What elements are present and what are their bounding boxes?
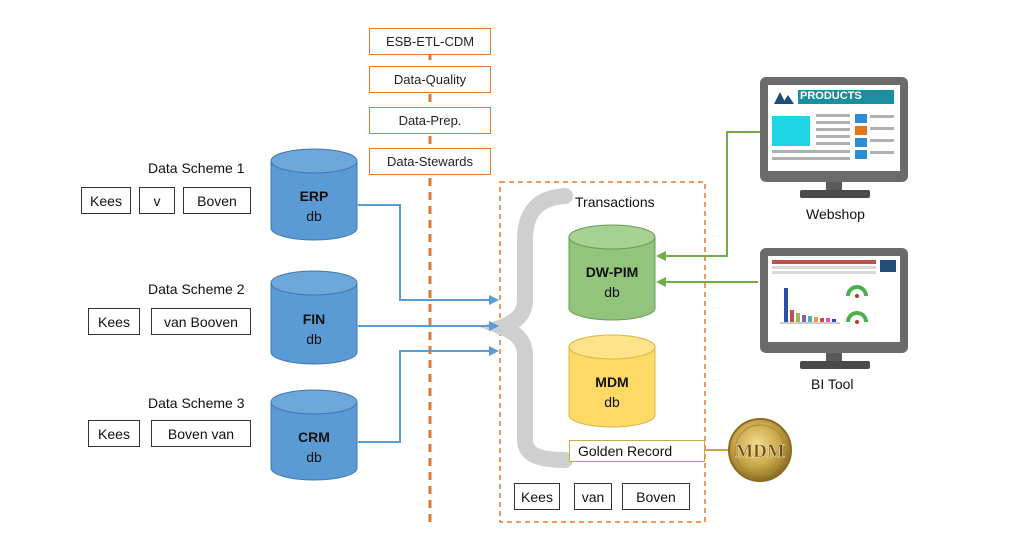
- erp-flow-arrow: [358, 204, 499, 305]
- dwpim-db-label: DW-PIM db: [569, 262, 655, 302]
- transactions-label: Transactions: [575, 194, 655, 210]
- webshop-monitor-icon: [760, 77, 908, 198]
- crm-db-name: CRM: [298, 429, 330, 445]
- golden-field-middle: van: [574, 483, 612, 510]
- dwpim-db-name: DW-PIM: [585, 264, 639, 280]
- scheme-1-field-last: Boven: [183, 187, 251, 214]
- mdm-seal-text: MDM: [735, 441, 785, 462]
- erp-db-name: ERP: [299, 188, 329, 204]
- erp-db-label: ERP db: [271, 186, 357, 226]
- stage-esb-etl-cdm: ESB-ETL-CDM: [369, 28, 491, 55]
- crm-db-label: CRM db: [271, 427, 357, 467]
- fin-db-name: FIN: [302, 311, 326, 327]
- scheme-2-title: Data Scheme 2: [148, 281, 245, 297]
- stage-data-prep: Data-Prep.: [369, 107, 491, 134]
- mdm-database-icon: [568, 334, 656, 428]
- crm-db-suffix: db: [306, 449, 322, 465]
- stage-data-stewards: Data-Stewards: [369, 148, 491, 175]
- fin-db-suffix: db: [306, 331, 322, 347]
- golden-field-last: Boven: [622, 483, 690, 510]
- golden-field-first: Kees: [514, 483, 560, 510]
- erp-db-suffix: db: [306, 208, 322, 224]
- mdm-db-label: MDM db: [569, 372, 655, 412]
- crm-flow-arrow: [358, 346, 499, 443]
- webshop-screen-title: PRODUCTS: [800, 90, 862, 102]
- mdm-seal-icon: MDM: [728, 418, 792, 482]
- bitool-monitor-icon: [760, 248, 908, 369]
- crm-database-icon: [270, 389, 358, 481]
- fin-db-label: FIN db: [271, 309, 357, 349]
- erp-database-icon: [270, 148, 358, 241]
- hub-dashed-border: [499, 181, 706, 523]
- mdm-db-suffix: db: [604, 394, 620, 410]
- dwpim-database-icon: [568, 224, 656, 321]
- fin-database-icon: [270, 270, 358, 365]
- scheme-3-field-first: Kees: [88, 420, 140, 447]
- scheme-1-field-middle: v: [139, 187, 175, 214]
- scheme-1-title: Data Scheme 1: [148, 160, 245, 176]
- scheme-2-field-last: van Booven: [151, 308, 251, 335]
- scheme-3-title: Data Scheme 3: [148, 395, 245, 411]
- webshop-label: Webshop: [806, 206, 865, 222]
- golden-record-label: Golden Record: [569, 440, 705, 462]
- mdm-db-name: MDM: [595, 374, 629, 390]
- scheme-1-field-first: Kees: [81, 187, 131, 214]
- webshop-flow-arrow: [656, 131, 765, 261]
- scheme-3-field-last: Boven van: [151, 420, 251, 447]
- transactions-brace: [479, 188, 573, 468]
- bitool-label: BI Tool: [811, 376, 854, 392]
- scheme-2-field-first: Kees: [88, 308, 140, 335]
- stage-data-quality: Data-Quality: [369, 66, 491, 93]
- dwpim-db-suffix: db: [604, 284, 620, 300]
